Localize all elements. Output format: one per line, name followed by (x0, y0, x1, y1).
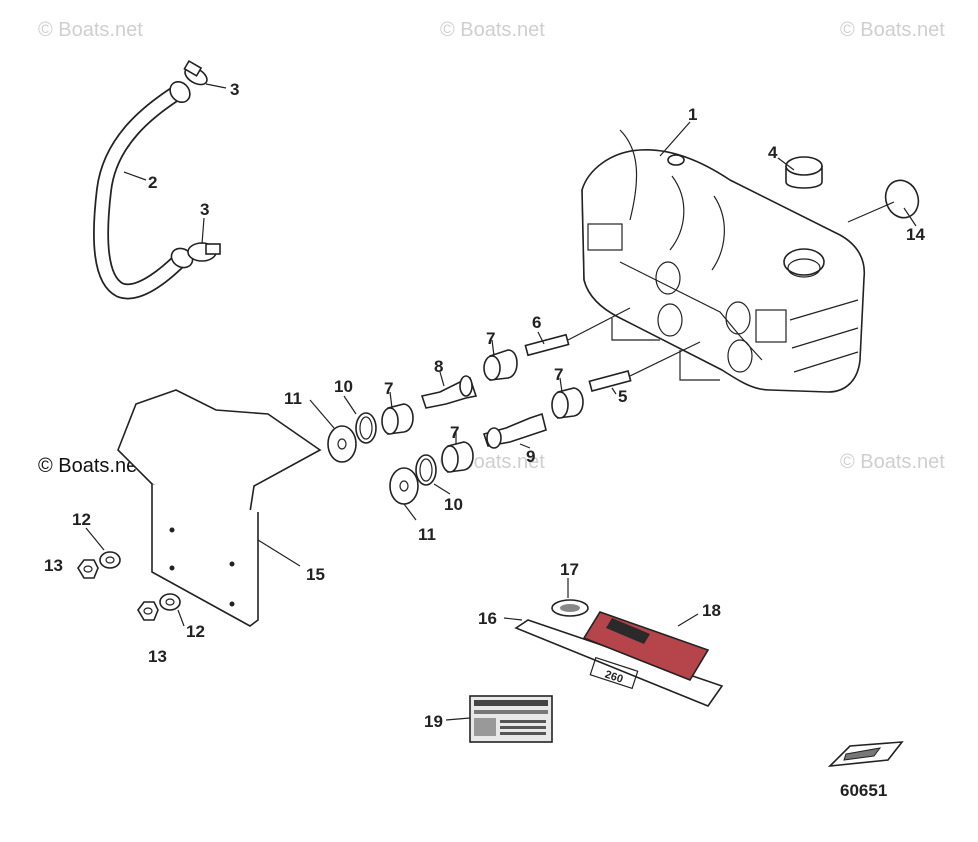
callout-15: 15 (306, 565, 325, 584)
callout-13-b: 13 (148, 647, 167, 666)
part-fuel-tank[interactable] (581, 129, 866, 393)
callout-11-b: 11 (418, 525, 436, 544)
callout-10-a: 10 (334, 377, 353, 396)
part-decal-17[interactable] (551, 599, 589, 617)
callout-2: 2 (148, 173, 157, 192)
part-nut-13b[interactable] (137, 601, 159, 621)
part-spacer-7d[interactable] (441, 441, 474, 473)
leader-lines (85, 83, 917, 721)
callout-18: 18 (702, 601, 721, 620)
callout-12-b: 12 (186, 622, 205, 641)
callout-14: 14 (906, 225, 925, 244)
part-spacer-7c[interactable] (381, 403, 414, 435)
callout-19: 19 (424, 712, 443, 731)
callout-11-a: 11 (284, 389, 302, 408)
watermark-top-right: © Boats.net (840, 19, 945, 41)
leader-stud-lower (629, 341, 701, 377)
part-stud-lower[interactable] (588, 370, 632, 392)
callout-12-a: 12 (72, 510, 91, 529)
boat-icon (827, 741, 904, 768)
callout-9: 9 (526, 447, 535, 466)
part-spacer-7a[interactable] (483, 349, 518, 381)
part-grommet-11b[interactable] (389, 467, 419, 505)
callout-7-b: 7 (554, 365, 563, 384)
part-decal-19[interactable] (469, 695, 553, 743)
part-fuel-cap[interactable] (785, 156, 823, 189)
callout-17: 17 (560, 560, 579, 579)
decal-model-number: 260 (603, 669, 624, 686)
part-hose-clamp-top[interactable] (182, 59, 210, 88)
callout-1: 1 (688, 105, 697, 124)
part-washer-12b[interactable] (159, 593, 181, 611)
callout-7-d: 7 (450, 423, 459, 442)
part-spacer-7b[interactable] (551, 387, 584, 419)
callout-7-c: 7 (384, 379, 393, 398)
part-washer-12a[interactable] (99, 551, 121, 569)
callout-5: 5 (618, 387, 627, 406)
watermark-mid-right: © Boats.net (840, 451, 945, 473)
part-fitting-8[interactable] (420, 375, 478, 409)
part-grommet-11a[interactable] (327, 425, 357, 463)
part-hose-clamp-bottom[interactable] (187, 242, 221, 262)
figure-number: 60651 (840, 781, 887, 800)
part-nut-13a[interactable] (77, 559, 99, 579)
callout-13-a: 13 (44, 556, 63, 575)
part-decal-16[interactable]: 260 (514, 619, 724, 707)
watermark-top-left: © Boats.net (38, 19, 143, 41)
callout-7-a: 7 (486, 329, 495, 348)
callout-3-top: 3 (230, 80, 239, 99)
leader-stud-upper (567, 307, 631, 341)
part-gasket-disc[interactable] (880, 176, 923, 223)
callout-6: 6 (532, 313, 541, 332)
watermark-mid-left: © Boats.net (38, 455, 143, 477)
callout-4: 4 (768, 143, 778, 162)
callout-10-b: 10 (444, 495, 463, 514)
callout-16: 16 (478, 609, 497, 628)
part-bracket[interactable] (117, 389, 322, 627)
watermark-top-center: © Boats.net (440, 19, 545, 41)
callout-3-bottom: 3 (200, 200, 209, 219)
part-fitting-9[interactable] (482, 412, 547, 449)
part-decal-18[interactable] (582, 611, 710, 681)
part-stud-upper[interactable] (524, 333, 570, 357)
callout-8: 8 (434, 357, 443, 376)
part-hose[interactable] (93, 78, 196, 300)
